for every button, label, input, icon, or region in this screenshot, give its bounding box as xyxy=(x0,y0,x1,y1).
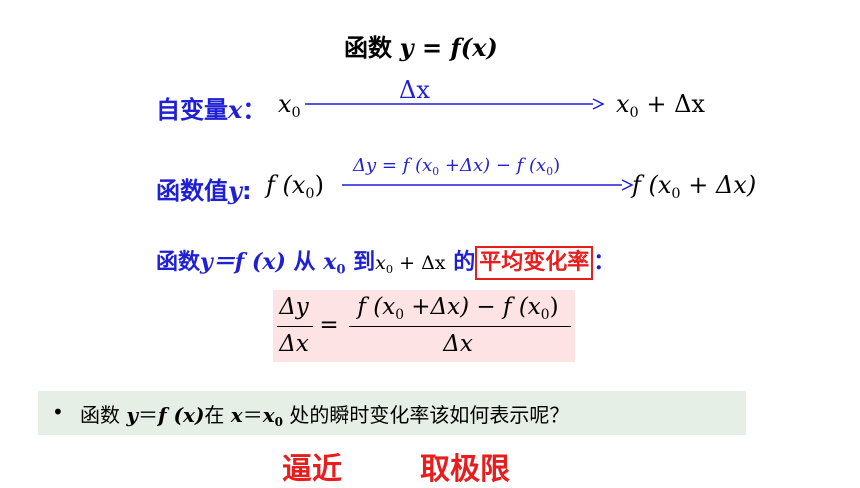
frn-sub2: 0 xyxy=(540,306,550,323)
q-t1: 函数 xyxy=(80,403,127,427)
fv-increment: Δy = f (x0 +Δx) − f (x0) xyxy=(353,155,560,178)
iv-arrow xyxy=(305,98,605,110)
q-f3: f xyxy=(157,403,167,427)
iv-colon: ： xyxy=(242,96,267,124)
fv-inc-mid: +Δx) − f (x xyxy=(439,155,547,176)
fv-end-value: f (x0 + Δx) xyxy=(632,171,756,202)
iv-end-sub: 0 xyxy=(629,105,639,122)
fv-symbol: y xyxy=(228,176,242,205)
average-rate-line: 函数y＝f (x) 从 x0 到x0 + Δx 的平均变化率： xyxy=(156,244,615,280)
independent-variable-label: 自变量x： xyxy=(156,90,266,125)
frac-left-denominator: Δx xyxy=(279,331,309,357)
question-band: • 函数 y＝f (x)在 x＝x0 处的瞬时变化率该如何表示呢？ xyxy=(38,391,746,435)
bullet-point: • xyxy=(52,400,64,424)
frn-post: ) xyxy=(549,294,559,320)
average-rate-formula: Δy Δx = f (x0 +Δx) − f (x0) Δx xyxy=(273,290,575,362)
ar-text1: 函数 xyxy=(156,250,201,275)
average-rate-highlight: 平均变化率 xyxy=(475,246,594,280)
frac-left-numerator: Δy xyxy=(279,294,309,320)
iv-symbol: x xyxy=(228,95,243,124)
fv-start-sub: 0 xyxy=(305,186,315,203)
q-g1: x xyxy=(230,403,243,427)
q-f1: y xyxy=(126,403,138,427)
fv-end-sub: 0 xyxy=(671,186,681,203)
frac-right-denominator: Δx xyxy=(443,331,473,357)
iv-end-rest: + Δx xyxy=(638,90,705,118)
frac-left-bar xyxy=(277,326,313,327)
keyword-limit: 取极限 xyxy=(420,452,510,487)
ar-to-sub: 0 xyxy=(385,261,394,276)
fv-end-pre: f (x xyxy=(632,171,672,199)
fv-label-text: 函数值 xyxy=(156,177,228,205)
iv-end-value: x0 + Δx xyxy=(616,90,705,121)
ar-to-rest: + Δx xyxy=(393,252,446,274)
q-g3: x xyxy=(262,403,275,427)
frn-mid: +Δx) − f (x xyxy=(403,294,541,320)
fv-end-post: + Δx) xyxy=(680,171,757,199)
q-g2: ＝ xyxy=(242,403,263,427)
title-label: 函数 xyxy=(344,34,392,62)
keyword-approach: 逼近 xyxy=(282,452,342,487)
fv-inc-post: ) xyxy=(553,155,561,176)
fv-start-value: f (x0) xyxy=(266,171,324,202)
q-t3: 处的瞬时变化率该如何表示呢？ xyxy=(283,403,570,427)
iv-increment: Δx xyxy=(399,76,430,104)
fv-arrow xyxy=(342,179,634,191)
fv-start-pre: f (x xyxy=(266,171,306,199)
q-f2: ＝ xyxy=(137,403,158,427)
ar-text2: 从 xyxy=(285,250,324,275)
ar-colon: ： xyxy=(593,250,616,275)
iv-start-value: x0 xyxy=(278,90,301,121)
iv-end-base: x xyxy=(616,90,630,118)
ar-text4: 的 xyxy=(445,250,476,275)
frn-pre: f (x xyxy=(357,294,396,320)
fv-inc-sub1: 0 xyxy=(432,164,440,178)
question-text: 函数 y＝f (x)在 x＝x0 处的瞬时变化率该如何表示呢？ xyxy=(80,399,569,429)
iv-label-text: 自变量 xyxy=(156,96,228,124)
fv-colon: : xyxy=(241,177,252,205)
ar-x0-sub: 0 xyxy=(336,262,346,278)
q-f4: (x) xyxy=(166,403,205,427)
iv-start-sub: 0 xyxy=(291,105,301,122)
ar-to-base: x xyxy=(375,252,386,274)
frac-equals: = xyxy=(319,312,339,338)
q-t2: 在 xyxy=(204,403,231,427)
frac-right-numerator: f (x0 +Δx) − f (x0) xyxy=(343,294,573,323)
frac-right-bar xyxy=(349,326,571,327)
iv-start-base: x xyxy=(278,90,292,118)
frn-sub1: 0 xyxy=(395,306,404,323)
q-g-sub: 0 xyxy=(274,415,283,430)
fv-inc-pre: Δy = f (x xyxy=(353,155,433,176)
page-title: 函数 y = f(x) xyxy=(344,28,498,63)
fv-start-post: ) xyxy=(314,171,324,199)
ar-formula: y＝f (x) xyxy=(200,249,286,275)
function-value-label: 函数值y: xyxy=(156,171,252,206)
title-formula: y = f(x) xyxy=(399,33,498,62)
ar-text3: 到 xyxy=(345,250,376,275)
fv-inc-sub2: 0 xyxy=(546,164,554,178)
ar-x0-base: x xyxy=(323,249,337,275)
